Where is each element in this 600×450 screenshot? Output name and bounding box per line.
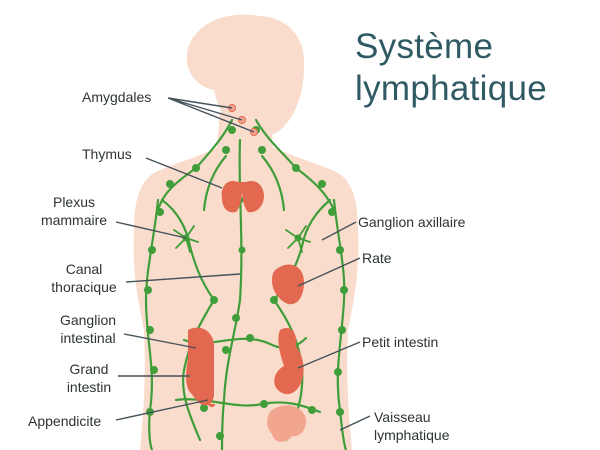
diagram-title: Système lymphatique: [355, 26, 547, 110]
label-ganglion-axillaire: Ganglion axillaire: [358, 214, 466, 230]
lymph-node: [238, 246, 246, 254]
bladder-organ: [267, 405, 307, 442]
leader-lines: [115, 97, 371, 431]
lymph-node: [328, 208, 336, 216]
lymph-node: [318, 180, 326, 188]
lymph-node: [308, 406, 316, 414]
leader-plexus: [115, 221, 187, 239]
title-line-1: Système: [355, 27, 494, 66]
lymph-node: [192, 164, 200, 172]
lymph-node: [150, 366, 158, 374]
body-silhouette: [133, 14, 359, 450]
lymph-node: [258, 146, 266, 154]
label-petit-intestin: Petit intestin: [362, 334, 439, 350]
label-grand-intestin-line-2: intestin: [66, 379, 112, 395]
title-line-2: lymphatique: [355, 69, 548, 108]
lymph-node: [336, 408, 344, 416]
lymph-node: [232, 314, 240, 322]
lymph-node: [340, 286, 348, 294]
lymph-node: [210, 296, 218, 304]
label-canal-thoracique: Canal thoracique: [42, 260, 126, 296]
leader-vaisseau: [339, 415, 371, 431]
thymus: [221, 180, 264, 213]
plexus-left: [173, 225, 199, 253]
plexus-right: [285, 225, 311, 253]
label-grand-intestin: Grand intestin: [58, 360, 120, 396]
label-appendicite: Appendicite: [28, 413, 102, 429]
lymph-node: [156, 208, 164, 216]
label-vaisseau-lymphatique: Vaisseau lymphatique: [374, 408, 450, 444]
vessel-abdomen-left: [182, 298, 216, 442]
label-vaisseau-line-2: lymphatique: [374, 427, 450, 443]
lymph-node: [260, 400, 268, 408]
head: [186, 14, 305, 139]
label-rate: Rate: [362, 250, 392, 266]
appendix: [204, 397, 216, 408]
label-grand-intestin-line-1: Grand: [69, 361, 109, 377]
lymph-node: [222, 146, 230, 154]
lymph-node: [292, 164, 300, 172]
label-ganglion-intestinal-line-1: Ganglion: [59, 312, 117, 328]
vessel-left-chest: [160, 198, 216, 302]
leader-petit-intestin: [297, 341, 361, 369]
leader-ganglion-intestinal: [123, 333, 197, 349]
lymph-node: [338, 326, 346, 334]
lymph-node: [270, 296, 278, 304]
leader-rate: [297, 257, 361, 287]
lymph-node: [246, 334, 254, 342]
leader-canal: [125, 273, 241, 283]
spleen: [272, 264, 304, 305]
leader-appendicite: [115, 399, 209, 421]
leader-ganglion-axillaire: [321, 221, 357, 241]
lymph-node: [336, 246, 344, 254]
leader-amygdales: [167, 97, 255, 133]
lymph-node: [216, 432, 224, 440]
label-canal-line-1: Canal: [65, 261, 103, 277]
lymph-node: [146, 326, 154, 334]
vessel-upper-left: [202, 154, 228, 212]
lymph-node: [294, 234, 302, 242]
label-ganglion-intestinal: Ganglion intestinal: [50, 311, 126, 347]
lymph-node: [166, 180, 174, 188]
lymph-node: [148, 246, 156, 254]
small-intestine: [274, 327, 304, 395]
vessel-upper-right: [260, 154, 286, 212]
lymph-node: [222, 346, 230, 354]
lymph-node: [334, 368, 342, 376]
label-plexus-mammaire: Plexus mammaire: [34, 193, 114, 229]
label-plexus-line-2: mammaire: [40, 212, 108, 228]
label-ganglion-intestinal-line-2: intestinal: [60, 330, 116, 346]
leader-thymus: [145, 157, 223, 189]
lymph-node: [144, 286, 152, 294]
label-vaisseau-line-1: Vaisseau: [374, 409, 431, 425]
label-plexus-line-1: Plexus: [52, 194, 96, 210]
label-canal-line-2: thoracique: [51, 279, 117, 295]
label-thymus: Thymus: [82, 146, 132, 162]
lymph-node: [228, 126, 236, 134]
lymph-node: [200, 404, 208, 412]
label-amygdales: Amygdales: [82, 89, 152, 105]
